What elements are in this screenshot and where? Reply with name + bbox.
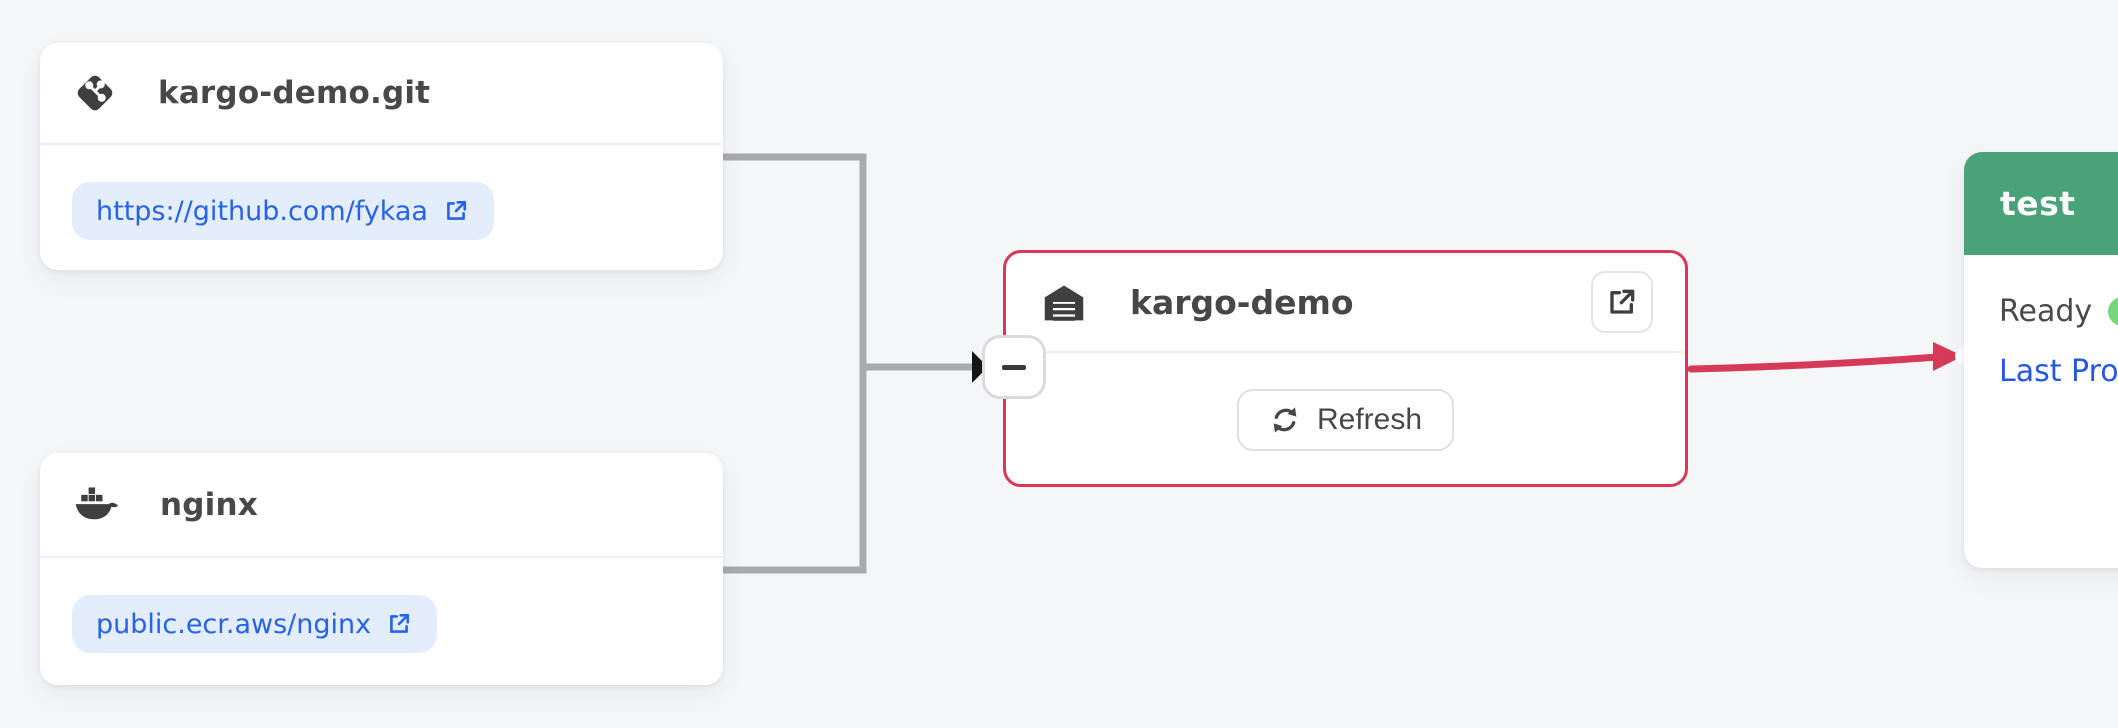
minus-icon bbox=[1002, 364, 1026, 370]
stage-card-header: test bbox=[1964, 152, 2118, 255]
edge-into-warehouse-arrowhead-icon bbox=[972, 351, 988, 383]
collapse-upstream-button[interactable] bbox=[982, 335, 1046, 399]
stage-status-label: Ready bbox=[1999, 294, 2093, 329]
external-link-icon bbox=[390, 613, 410, 633]
stage-card-body: Ready Last Prom bbox=[1964, 255, 2118, 389]
external-link-icon bbox=[447, 200, 467, 220]
refresh-icon bbox=[1273, 407, 1297, 433]
repo-card-title: nginx bbox=[160, 486, 258, 523]
green-dot-icon bbox=[2108, 297, 2118, 326]
git-icon bbox=[77, 75, 113, 111]
repo-link[interactable]: https://github.com/fykaa bbox=[72, 182, 494, 240]
stage-title: test bbox=[2000, 184, 2076, 223]
repo-card-title: kargo-demo.git bbox=[158, 75, 431, 111]
warehouse-icon bbox=[1044, 285, 1084, 321]
repo-link-label: https://github.com/fykaa bbox=[96, 195, 428, 227]
repo-card-body: public.ecr.aws/nginx bbox=[40, 558, 723, 653]
edge-warehouse-to-stage bbox=[1687, 353, 1942, 373]
stage-status-row: Ready bbox=[1999, 294, 2118, 329]
warehouse-node-header: kargo-demo bbox=[1006, 253, 1685, 353]
stage-card-test[interactable]: test Ready Last Prom bbox=[1964, 152, 2118, 568]
edge-warehouse-to-stage-arrowhead-icon bbox=[1933, 342, 1963, 371]
repo-card-header: kargo-demo.git bbox=[40, 43, 723, 145]
warehouse-open-button[interactable] bbox=[1591, 271, 1653, 333]
repo-link[interactable]: public.ecr.aws/nginx bbox=[72, 595, 438, 653]
stage-last-promotion-link[interactable]: Last Prom bbox=[1999, 354, 2118, 389]
warehouse-node-body: Refresh bbox=[1006, 353, 1685, 451]
refresh-button[interactable]: Refresh bbox=[1236, 389, 1455, 451]
edge-sources-merge bbox=[720, 153, 867, 574]
repo-link-label: public.ecr.aws/nginx bbox=[96, 608, 372, 640]
external-link-icon bbox=[1610, 289, 1635, 314]
docker-icon bbox=[75, 486, 119, 519]
repo-card-body: https://github.com/fykaa bbox=[40, 145, 723, 240]
warehouse-node[interactable]: kargo-demo Refresh bbox=[1003, 250, 1688, 487]
repo-card-git: kargo-demo.git https://github.com/fykaa bbox=[40, 43, 723, 270]
repo-card-image: nginx public.ecr.aws/nginx bbox=[40, 453, 723, 685]
warehouse-node-title: kargo-demo bbox=[1130, 282, 1354, 322]
repo-card-header: nginx bbox=[40, 453, 723, 558]
refresh-button-label: Refresh bbox=[1316, 403, 1423, 436]
